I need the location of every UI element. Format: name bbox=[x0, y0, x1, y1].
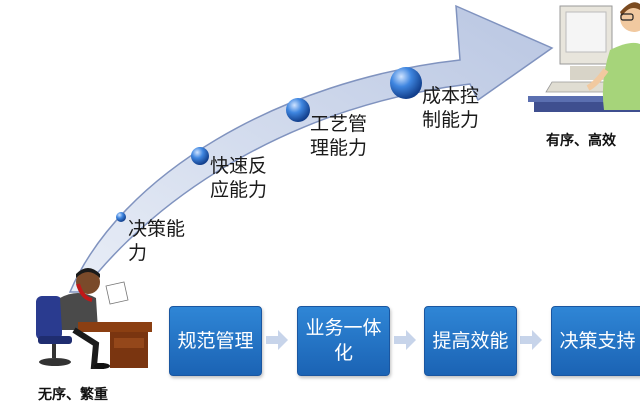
step-box-decision-support: 决策支持 bbox=[551, 306, 640, 376]
stage-label-response: 快速反应能力 bbox=[210, 155, 268, 201]
step-label: 提高效能 bbox=[432, 329, 509, 352]
step-label: 规范管理 bbox=[177, 329, 254, 352]
bubble-response bbox=[191, 147, 209, 165]
right-caption: 有序、高效 bbox=[546, 133, 616, 149]
step-arrow-3 bbox=[520, 330, 542, 350]
stage-label-process: 工艺管理能力 bbox=[310, 113, 368, 159]
step-box-integration: 业务一体化 bbox=[297, 306, 390, 376]
step-label: 决策支持 bbox=[559, 329, 636, 352]
left-caption: 无序、繁重 bbox=[38, 387, 108, 403]
bubble-cost bbox=[390, 67, 422, 99]
computer-worker-illustration bbox=[528, 2, 640, 112]
busy-worker-illustration bbox=[36, 268, 152, 369]
step-arrow-1 bbox=[266, 330, 288, 350]
stage-label-decision: 决策能力 bbox=[128, 218, 186, 264]
step-label: 业务一体化 bbox=[305, 317, 382, 364]
stage-label-cost: 成本控制能力 bbox=[422, 85, 480, 131]
step-box-standardize: 规范管理 bbox=[169, 306, 262, 376]
bubble-process bbox=[286, 98, 310, 122]
step-arrow-2 bbox=[394, 330, 416, 350]
step-box-efficiency: 提高效能 bbox=[424, 306, 517, 376]
bubble-decision bbox=[116, 212, 126, 222]
growth-arrow bbox=[68, 4, 554, 293]
